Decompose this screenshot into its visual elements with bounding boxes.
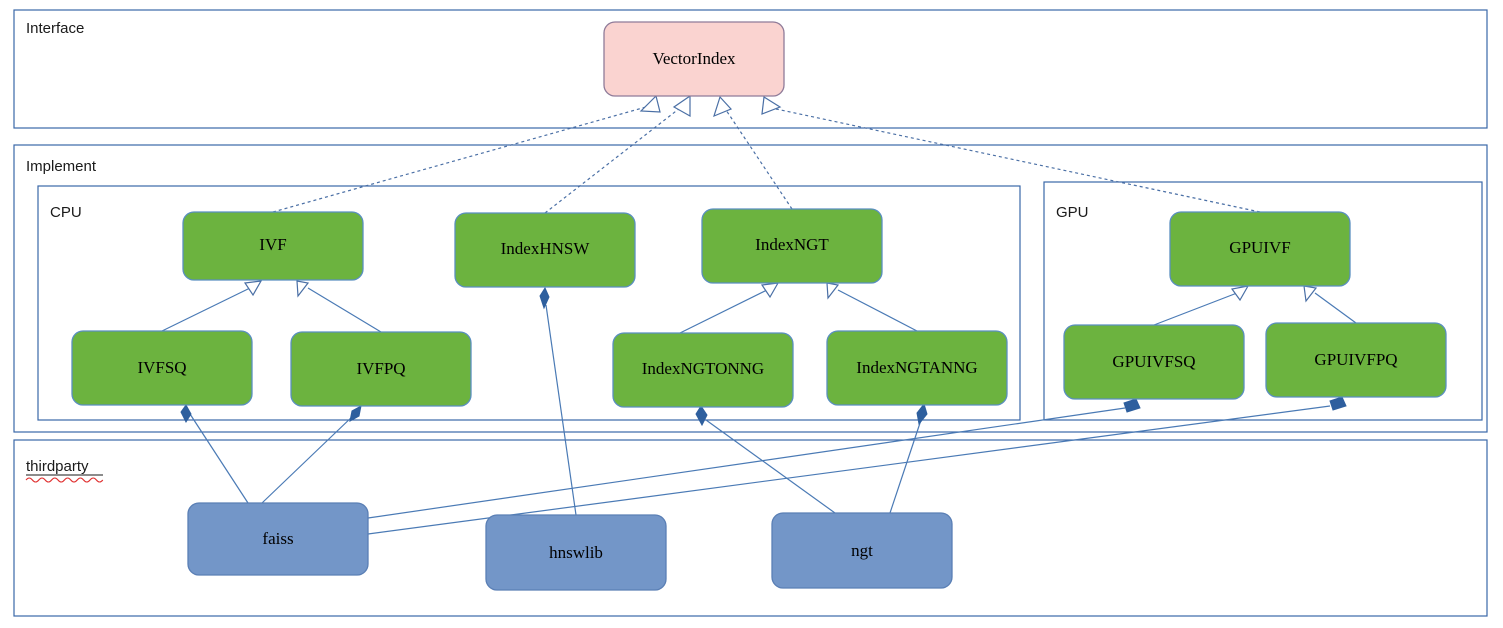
edge-group-inheritance xyxy=(161,280,1357,334)
edge-ngt-indexngtanng[interactable] xyxy=(889,419,922,514)
node-ivfsq-rect xyxy=(71,330,253,406)
diamond-ngt-indexngtonng xyxy=(695,405,708,427)
node-indexngtonng-label: IndexNGTONNG xyxy=(642,359,764,378)
node-gpuivfsq-label: GPUIVFSQ xyxy=(1112,352,1195,371)
node-hnswlib[interactable]: hnswlib xyxy=(485,514,667,591)
node-vectorindex-label: VectorIndex xyxy=(652,49,736,68)
edge-gpuivfpq-gpuivf[interactable] xyxy=(1314,292,1357,324)
arrowhead-hollow-triangle-indexngtanng xyxy=(826,282,840,300)
diamond-ngt-indexngtanng xyxy=(916,402,928,426)
node-indexngt-label: IndexNGT xyxy=(755,235,829,254)
diamond-faiss-ivfpq xyxy=(349,405,362,422)
node-gpuivf[interactable]: GPUIVF xyxy=(1169,211,1351,287)
edge-faiss-gpuivfsq[interactable] xyxy=(367,407,1126,519)
node-indexhnsw-label: IndexHNSW xyxy=(501,239,591,258)
node-gpuivfsq-rect xyxy=(1063,324,1245,400)
edge-gpuivf-vectorindex[interactable] xyxy=(775,108,1261,213)
arrowhead-hollow-triangle-indexngtonng xyxy=(760,282,780,299)
node-indexngtanng-label: IndexNGTANNG xyxy=(856,358,977,377)
node-gpuivf-label: GPUIVF xyxy=(1229,238,1290,257)
arrowhead-hollow-triangle-ivf xyxy=(639,94,661,113)
node-indexhnsw[interactable]: IndexHNSW xyxy=(454,212,636,288)
node-faiss[interactable]: faiss xyxy=(187,502,369,576)
edge-group-realizations xyxy=(272,94,1261,214)
group-gpu-label: GPU xyxy=(1056,204,1089,221)
arrowhead-hollow-triangle-gpuivfsq xyxy=(1230,285,1250,302)
edge-ivfsq-ivf[interactable] xyxy=(161,287,251,332)
group-thirdparty-label: thirdparty xyxy=(26,458,89,475)
edge-indexngtanng-indexngt[interactable] xyxy=(837,289,918,332)
edge-indexngt-vectorindex[interactable] xyxy=(725,109,793,210)
node-vectorindex[interactable]: VectorIndex xyxy=(603,21,785,97)
node-faiss-rect xyxy=(187,502,369,576)
edge-ivfpq-ivf[interactable] xyxy=(307,287,382,333)
node-faiss-label: faiss xyxy=(262,529,293,548)
edge-faiss-ivfpq[interactable] xyxy=(261,413,356,504)
node-gpuivfpq[interactable]: GPUIVFPQ xyxy=(1265,322,1447,398)
diamond-faiss-gpuivfsq xyxy=(1123,398,1141,413)
node-indexngt-rect xyxy=(701,208,883,284)
group-interface-label: Interface xyxy=(26,20,84,37)
node-indexhnsw-rect xyxy=(454,212,636,288)
diamond-hnswlib-indexhnsw xyxy=(539,286,550,310)
node-indexngtonng[interactable]: IndexNGTONNG xyxy=(612,332,794,408)
node-ngt-label: ngt xyxy=(851,541,873,560)
node-ivf[interactable]: IVF xyxy=(182,211,364,281)
group-cpu-label: CPU xyxy=(50,204,82,221)
node-ivfsq-label: IVFSQ xyxy=(137,358,186,377)
node-ivfsq[interactable]: IVFSQ xyxy=(71,330,253,406)
node-ivf-label: IVF xyxy=(259,235,286,254)
arrowhead-hollow-triangle-ivfpq xyxy=(296,280,310,298)
node-ngt[interactable]: ngt xyxy=(771,512,953,589)
group-implement-label: Implement xyxy=(26,158,97,175)
diamond-faiss-gpuivfpq xyxy=(1329,396,1347,411)
node-indexngtanng-rect xyxy=(826,330,1008,406)
edge-indexngtonng-indexngt[interactable] xyxy=(679,289,768,334)
node-gpuivfpq-rect xyxy=(1265,322,1447,398)
arrowhead-hollow-triangle-indexhnsw xyxy=(672,94,691,118)
node-vectorindex-rect xyxy=(603,21,785,97)
edge-hnswlib-indexhnsw[interactable] xyxy=(545,304,577,516)
edge-ivf-vectorindex[interactable] xyxy=(272,106,647,213)
arrowhead-hollow-triangle-gpuivfpq xyxy=(1303,285,1318,303)
edge-faiss-ivfsq[interactable] xyxy=(189,413,249,504)
edge-indexhnsw-vectorindex[interactable] xyxy=(544,107,681,214)
node-ngt-rect xyxy=(771,512,953,589)
node-ivfpq-label: IVFPQ xyxy=(356,359,405,378)
arrowhead-hollow-triangle-indexngt xyxy=(713,95,733,118)
edge-ngt-indexngtonng[interactable] xyxy=(705,419,836,514)
diamond-faiss-ivfsq xyxy=(180,404,192,424)
node-gpuivf-rect xyxy=(1169,211,1351,287)
edge-faiss-gpuivfpq[interactable] xyxy=(367,405,1331,535)
node-hnswlib-rect xyxy=(485,514,667,591)
arrowhead-hollow-triangle-ivfsq xyxy=(243,280,263,297)
edge-gpuivfsq-gpuivf[interactable] xyxy=(1153,292,1238,326)
node-ivfpq-rect xyxy=(290,331,472,407)
edge-group-composition xyxy=(180,286,1347,535)
node-gpuivfpq-label: GPUIVFPQ xyxy=(1314,350,1397,369)
node-indexngt[interactable]: IndexNGT xyxy=(701,208,883,284)
node-gpuivfsq[interactable]: GPUIVFSQ xyxy=(1063,324,1245,400)
node-indexngtanng[interactable]: IndexNGTANNG xyxy=(826,330,1008,406)
node-indexngtonng-rect xyxy=(612,332,794,408)
arrowhead-hollow-triangle-gpuivf xyxy=(761,95,782,115)
thirdparty-spellcheck-underline xyxy=(25,477,104,483)
node-hnswlib-label: hnswlib xyxy=(549,543,603,562)
node-ivf-rect xyxy=(182,211,364,281)
node-ivfpq[interactable]: IVFPQ xyxy=(290,331,472,407)
